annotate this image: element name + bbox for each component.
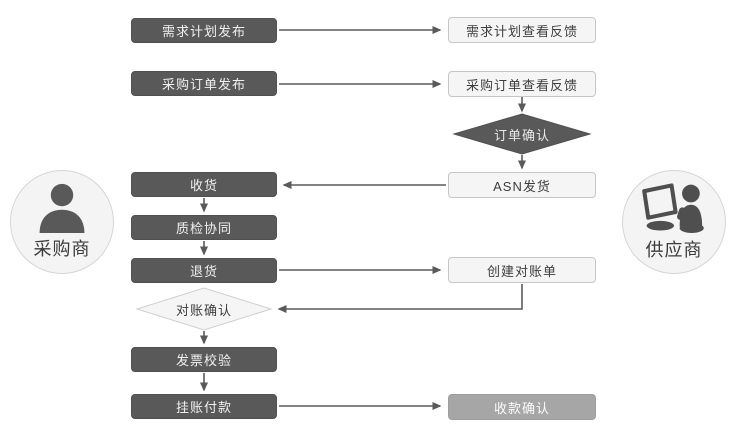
diamond-label-reconcile-confirm: 对账确认 <box>175 302 232 318</box>
node-return-goods: 退货 <box>131 258 277 283</box>
node-receipt-confirm: 收款确认 <box>448 394 596 420</box>
diamond-label-order-confirm: 订单确认 <box>493 127 550 143</box>
actor-supplier-label: 供应商 <box>645 240 703 260</box>
node-book-payment: 挂账付款 <box>131 394 277 419</box>
node-quality-collab: 质检协同 <box>131 215 277 240</box>
node-create-statement: 创建对账单 <box>448 257 596 283</box>
node-po-feedback: 采购订单查看反馈 <box>448 71 596 97</box>
edge-statement-to-reconcile <box>277 284 523 313</box>
user-laptop-icon <box>641 182 707 234</box>
node-invoice-verify: 发票校验 <box>131 347 277 372</box>
node-demand-plan-feedback: 需求计划查看反馈 <box>448 17 596 43</box>
node-po-publish: 采购订单发布 <box>131 71 277 96</box>
node-receive-goods: 收货 <box>131 172 277 197</box>
node-asn-ship: ASN发货 <box>448 172 596 198</box>
actor-supplier: 供应商 <box>622 170 726 274</box>
node-demand-plan-publish: 需求计划发布 <box>131 18 277 43</box>
actor-buyer-label: 采购商 <box>33 239 91 259</box>
actor-buyer: 采购商 <box>10 170 114 274</box>
user-silhouette-icon <box>36 183 88 233</box>
